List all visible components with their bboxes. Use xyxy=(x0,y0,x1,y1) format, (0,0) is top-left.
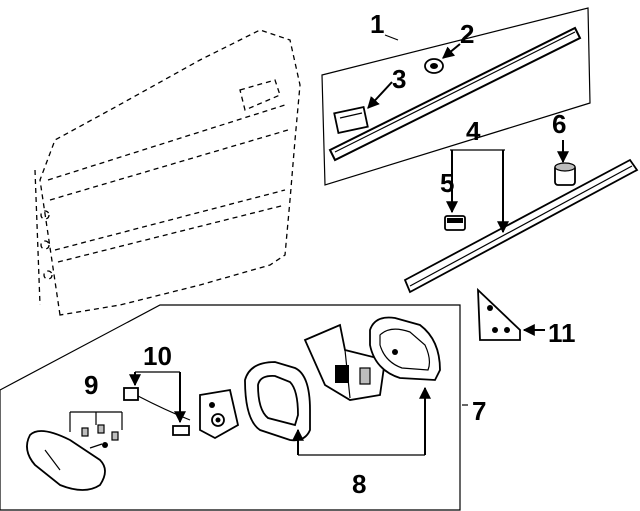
callout-4: 4 xyxy=(466,116,481,146)
motor-part-3 xyxy=(333,106,369,134)
callout-10: 10 xyxy=(143,341,172,371)
box-1-belt-moulding xyxy=(321,7,591,186)
callout-8: 8 xyxy=(352,469,366,499)
hardware-part-9 xyxy=(81,424,119,449)
mirror-cover xyxy=(369,316,441,381)
callout-5: 5 xyxy=(440,168,454,198)
callout-6: 6 xyxy=(552,109,566,139)
callout-2: 2 xyxy=(460,19,474,49)
callout-9: 9 xyxy=(84,370,98,400)
callout-7: 7 xyxy=(472,396,486,426)
bracket-part-11 xyxy=(477,287,521,341)
mirror-base xyxy=(303,323,387,401)
callout-1: 1 xyxy=(370,9,384,39)
door-shell xyxy=(34,29,301,316)
mirror-glass xyxy=(26,430,106,491)
callout-labels: 1 2 3 4 5 6 7 8 9 10 11 xyxy=(84,9,576,499)
callout-3: 3 xyxy=(392,64,406,94)
leader-lines xyxy=(69,34,569,456)
mirror-housing-frame xyxy=(244,361,311,442)
callout-11: 11 xyxy=(548,318,576,348)
moulding-strip-4 xyxy=(403,158,639,294)
box-7-mirror-assembly xyxy=(0,304,461,511)
harness-part-10 xyxy=(123,387,240,440)
